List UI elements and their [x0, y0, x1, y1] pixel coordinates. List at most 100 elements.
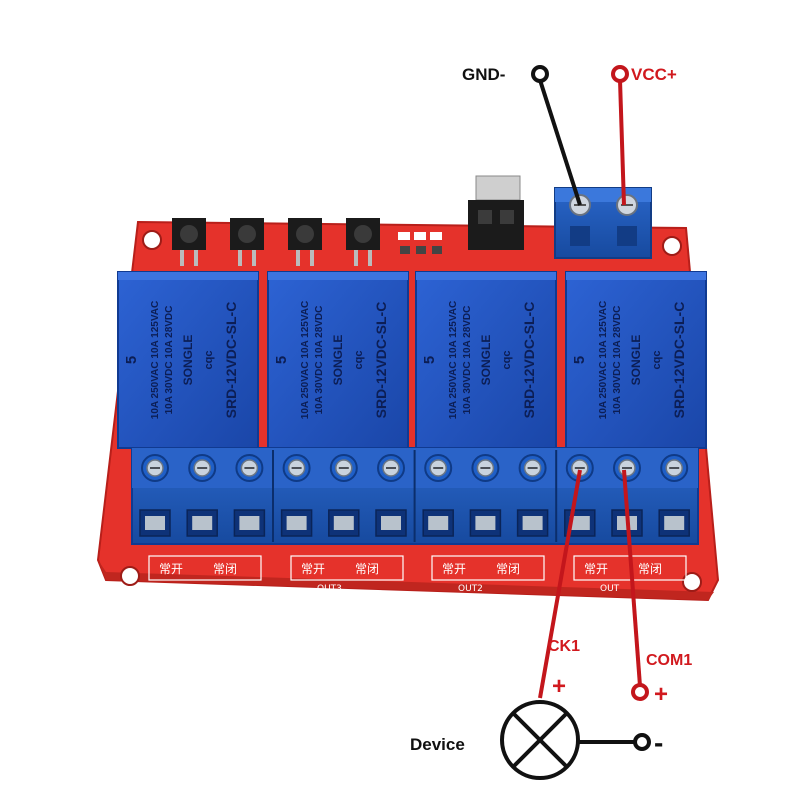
relay-cert-text: cqc [501, 351, 513, 370]
relay-brand-text: SONGLE [479, 335, 493, 386]
relay-top-edge [416, 272, 556, 280]
mounting-hole-tr [662, 236, 682, 256]
ck1-label: CK1 [548, 638, 580, 655]
output-name-label: OUT2 [458, 584, 483, 594]
push-buttons [172, 218, 380, 266]
power-wiring: GND- VCC+ [462, 65, 677, 206]
mounting-hole-bl [120, 566, 140, 586]
relay-top-edge [268, 272, 408, 280]
ck1-wire [538, 469, 582, 699]
terminal-screw-cell [375, 454, 407, 537]
device-label: Device [410, 735, 465, 754]
output-terminal-strip [131, 447, 699, 545]
com1-wire [622, 469, 642, 687]
terminal-screw-cell [328, 454, 360, 537]
relay-model-text: SRD-12VDC-SL-C [223, 302, 239, 419]
relay-top-edge [118, 272, 258, 280]
mounting-hole-br [682, 572, 702, 592]
relay-rating-1-text: 10A 250VAC 10A 125VAC [448, 301, 459, 419]
relay-pin-num-text: 5 [123, 356, 140, 364]
terminal-clamp [569, 516, 590, 530]
terminal-screw-cell [280, 454, 313, 537]
com1-label: COM1 [646, 652, 692, 669]
push-button [288, 218, 322, 266]
terminal-clamp [428, 516, 449, 530]
relay-cert-text: cqc [203, 351, 215, 370]
push-button [172, 218, 206, 266]
push-button [346, 218, 380, 266]
terminal-screw-cell [658, 454, 690, 537]
terminal-screw-cell [139, 454, 171, 537]
relay-rating-1-text: 10A 250VAC 10A 125VAC [150, 301, 161, 419]
smd-components [398, 232, 442, 254]
vcc-label: VCC+ [631, 65, 677, 84]
ck1-plus-sign: + [552, 673, 566, 700]
output-nc-label: 常闭 [496, 562, 520, 576]
output-nc-label: 常闭 [355, 562, 379, 576]
output-no-label: 常开 [301, 562, 325, 576]
relay-model-text: SRD-12VDC-SL-C [671, 302, 687, 419]
relay-brand-text: SONGLE [181, 335, 195, 386]
relay-rating-2-text: 10A 30VDC 10A 28VDC [462, 306, 473, 415]
relay-pin-num-text: 5 [273, 356, 290, 364]
gnd-wire [538, 79, 582, 206]
output-no-label: 常开 [584, 562, 608, 576]
relay-body [267, 271, 409, 449]
output-group-label: 常开 常闭 OUT3 [290, 555, 404, 594]
relay-brand-text: SONGLE [629, 335, 643, 386]
relay-body [565, 271, 707, 449]
output-name-label: OUT [600, 584, 620, 594]
vcc-wire [618, 79, 626, 206]
output-label-frame [290, 555, 404, 581]
lamp-cross-2 [511, 711, 569, 769]
relay-rating-1-text: 10A 250VAC 10A 125VAC [598, 301, 609, 419]
vcc-node [611, 65, 629, 83]
output-label-frame [431, 555, 545, 581]
power-terminal-block [554, 187, 652, 259]
relay-top-edge [566, 272, 706, 280]
relay-rating-2-text: 10A 30VDC 10A 28VDC [164, 306, 175, 415]
terminal-screw-cell [516, 454, 549, 537]
terminal-clamp [522, 516, 543, 530]
terminal-clamp [664, 516, 685, 530]
terminal-clamp [145, 516, 165, 530]
relay-body [415, 271, 557, 449]
relay-model-text: SRD-12VDC-SL-C [521, 302, 537, 419]
relay-pin-num-text: 5 [571, 356, 588, 364]
terminal-screw-cell [422, 454, 454, 537]
relay-pin-num-text: 5 [421, 356, 438, 364]
jumper-header [468, 175, 524, 250]
mounting-hole-tl [142, 230, 162, 250]
terminal-clamp [381, 516, 401, 530]
terminal-clamp [286, 516, 307, 530]
output-name-label: OUT3 [317, 584, 342, 594]
relay-rating-2-text: 10A 30VDC 10A 28VDC [314, 306, 325, 415]
terminal-screw-cell [186, 454, 218, 537]
output-label-frame [148, 555, 262, 581]
push-button [230, 218, 264, 266]
output-nc-label: 常闭 [638, 562, 662, 576]
gnd-node [531, 65, 549, 83]
output-group-label: 常开常闭OUT4 [148, 555, 262, 594]
output-labels: 常开常闭OUT4常开常闭OUT3常开常闭OUT2常开常闭OUT [148, 555, 687, 594]
gnd-label: GND- [462, 65, 505, 84]
terminal-clamp [239, 516, 260, 530]
relay-rating-2-text: 10A 30VDC 10A 28VDC [612, 306, 623, 415]
com1-node [631, 683, 649, 701]
terminal-clamp [192, 516, 213, 530]
output-no-label: 常开 [159, 562, 183, 576]
relay-rating-1-text: 10A 250VAC 10A 125VAC [300, 301, 311, 419]
load-wiring: CK1 COM1 + + - Device [410, 469, 692, 780]
terminal-clamp [333, 516, 354, 530]
relay-model-text: SRD-12VDC-SL-C [373, 302, 389, 419]
